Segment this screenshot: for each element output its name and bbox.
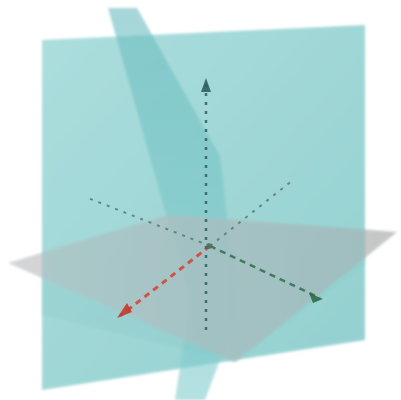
y-axis [209, 244, 321, 300]
origin-point [206, 243, 212, 249]
x-axis-back [87, 197, 211, 247]
x-axis [119, 244, 211, 318]
y-axis-arrow [309, 293, 323, 303]
z-axis-arrow [201, 78, 211, 92]
x-axis-arrow [117, 303, 132, 318]
plane-overlap-tint [42, 215, 365, 362]
